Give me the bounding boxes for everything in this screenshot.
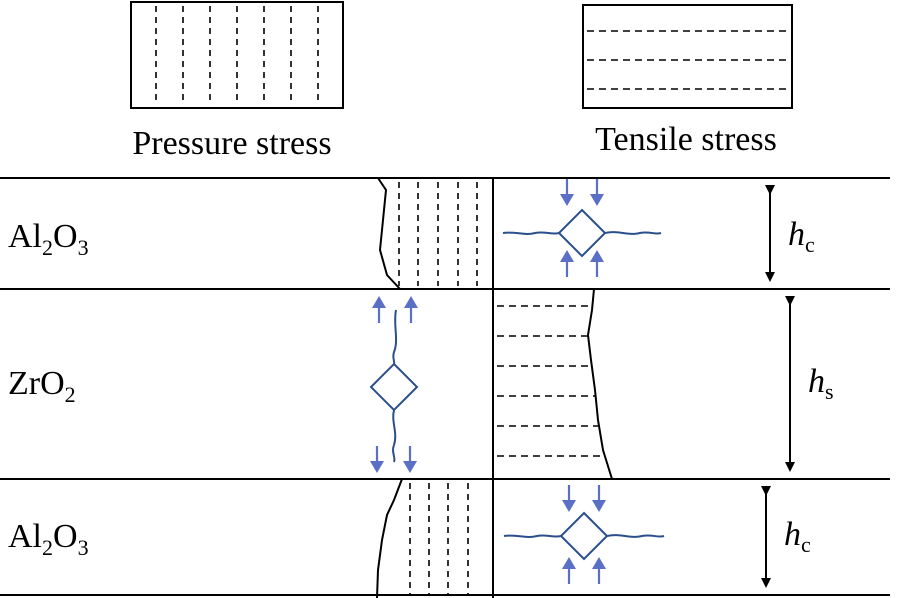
tensile-stress-legend: Tensile stress xyxy=(582,4,793,158)
bottom-pressure-edge xyxy=(376,478,403,598)
bottom-crack-left xyxy=(503,534,562,538)
top-arrow-up-2 xyxy=(588,248,606,279)
top-arrow-down-2 xyxy=(588,177,606,208)
middle-layer-tensile-region xyxy=(497,288,613,480)
thickness-label-top: hc xyxy=(788,216,815,257)
thickness-label-bottom: hc xyxy=(784,516,811,557)
top-layer-crack-indent xyxy=(502,177,662,279)
tensile-stress-legend-box xyxy=(582,4,793,109)
bottom-crack-right xyxy=(606,534,665,538)
top-layer-pressure-region xyxy=(377,177,478,290)
top-arrow-down-1 xyxy=(558,177,576,208)
layer-label-top: Al2O3 xyxy=(8,218,89,260)
middle-arrow-down-2 xyxy=(401,444,419,475)
pressure-legend-dashes xyxy=(155,6,319,104)
thickness-label-middle: hs xyxy=(808,363,834,404)
layer-label-bottom: Al2O3 xyxy=(8,518,89,560)
middle-arrow-up-1 xyxy=(370,294,388,325)
bottom-layer-pressure-region xyxy=(376,478,469,598)
bottom-arrow-up-1 xyxy=(560,555,578,586)
bottom-layer-crack-indent xyxy=(503,483,665,586)
thickness-arrows xyxy=(761,185,795,588)
bottom-indent-diamond xyxy=(559,511,609,561)
top-arrow-up-1 xyxy=(558,248,576,279)
pressure-stress-legend-box xyxy=(130,1,344,109)
bottom-arrow-down-1 xyxy=(560,483,578,514)
middle-arrow-up-2 xyxy=(402,294,420,325)
top-crack-left xyxy=(502,231,560,235)
bottom-arrow-down-2 xyxy=(590,483,608,514)
bottom-arrow-up-2 xyxy=(590,555,608,586)
tensile-legend-dashes xyxy=(587,30,788,90)
middle-arrow-down-1 xyxy=(368,444,386,475)
pressure-stress-legend: Pressure stress xyxy=(130,1,344,162)
middle-layer-crack-indent xyxy=(368,294,420,475)
top-indent-diamond xyxy=(557,208,607,258)
pressure-stress-label: Pressure stress xyxy=(132,125,331,162)
middle-crack-top xyxy=(392,309,398,365)
layer-boundaries xyxy=(0,177,890,596)
middle-crack-bottom xyxy=(392,409,397,463)
top-pressure-edge xyxy=(377,177,401,290)
middle-tensile-edge xyxy=(586,288,613,480)
tensile-stress-label: Tensile stress xyxy=(595,121,777,158)
middle-indent-diamond xyxy=(369,362,419,412)
layer-label-middle: ZrO2 xyxy=(8,365,76,407)
top-crack-right xyxy=(604,231,662,235)
